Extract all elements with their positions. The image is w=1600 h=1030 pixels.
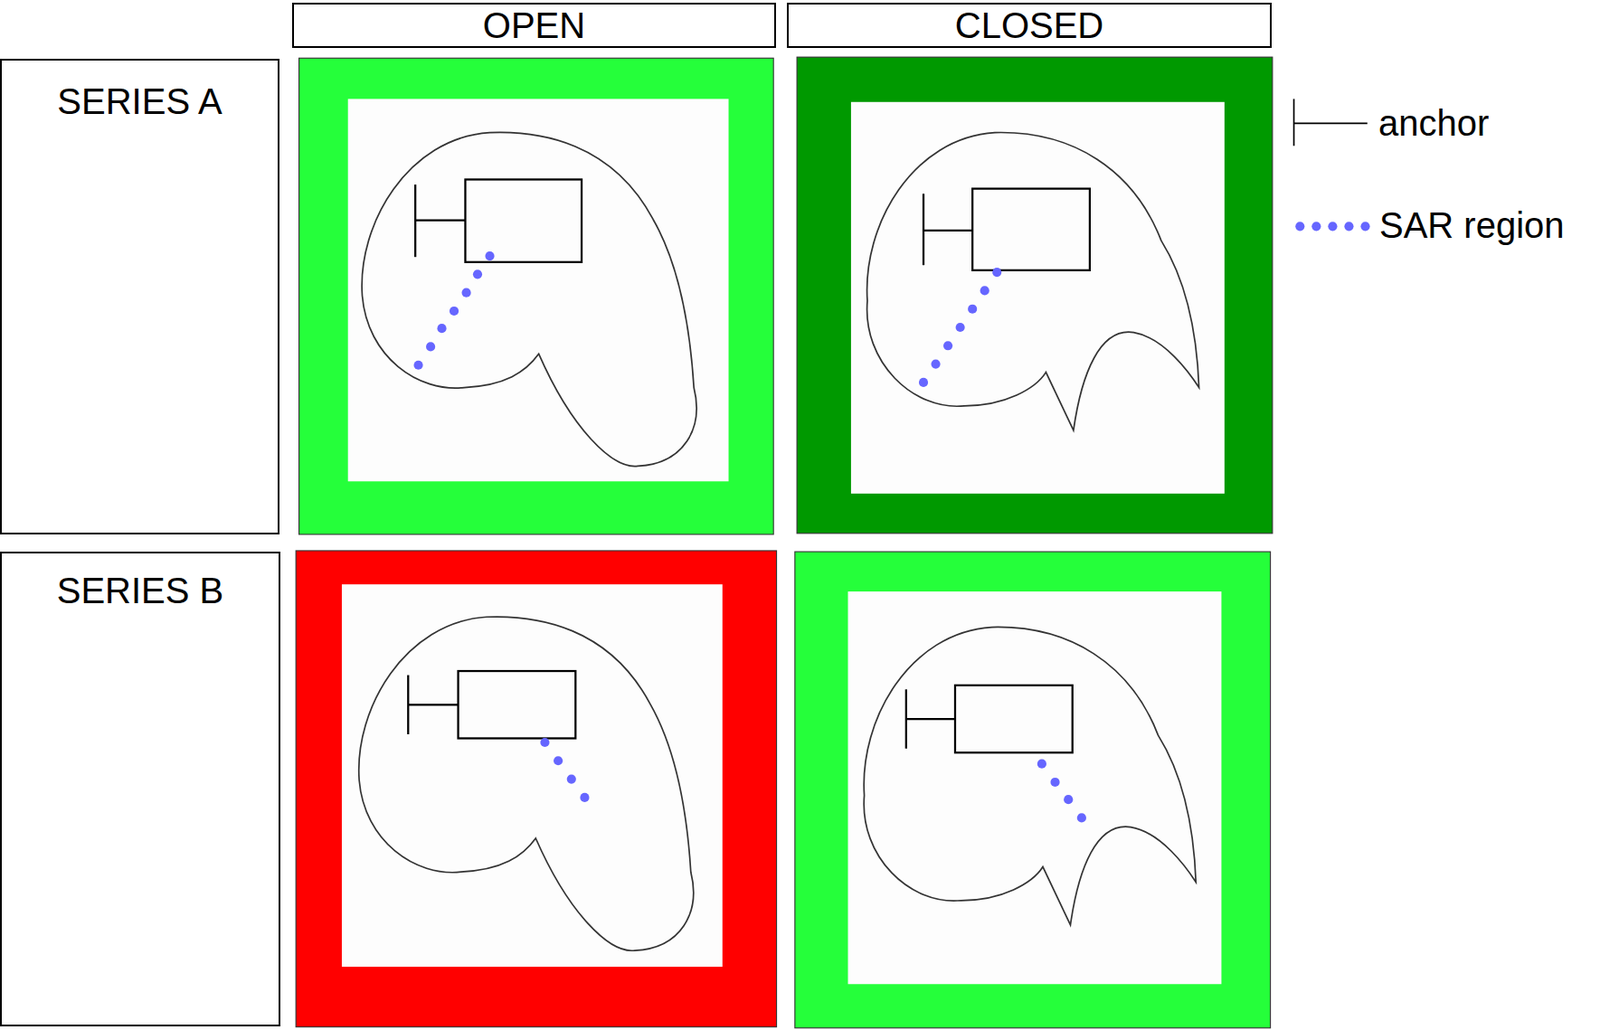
row-header: SERIES A <box>0 58 280 535</box>
row-header: SERIES B <box>0 551 281 1027</box>
legend-samples <box>1294 98 1371 231</box>
panel-a-closed <box>796 56 1273 534</box>
panel-b-closed <box>795 551 1271 1029</box>
header-label: OPEN <box>482 4 586 47</box>
column-header: OPEN <box>292 2 777 48</box>
legend-label: anchor <box>1378 102 1489 144</box>
header-label: SERIES B <box>56 569 225 612</box>
header-label: CLOSED <box>955 4 1105 47</box>
panel-b-open <box>295 550 777 1028</box>
header-label: SERIES A <box>56 80 222 123</box>
panel-a-open <box>299 57 775 535</box>
column-header: CLOSED <box>786 2 1272 48</box>
legend-label: SAR region <box>1379 204 1565 247</box>
